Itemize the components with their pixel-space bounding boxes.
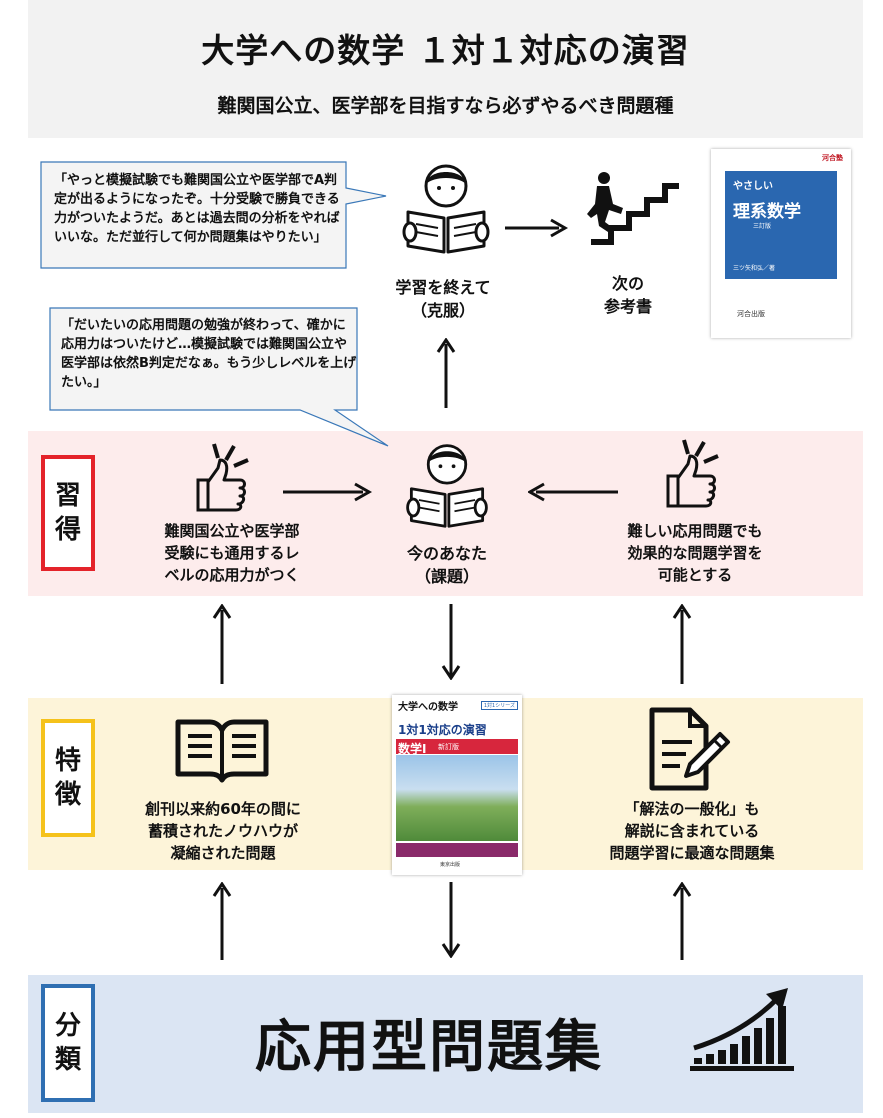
arrow-down-icon	[441, 882, 461, 958]
you-label-line-1: 今のあなた	[406, 544, 487, 563]
document-pen-icon	[649, 707, 730, 791]
category-tag-char-1: 分	[54, 1011, 81, 1041]
open-book-icon	[175, 719, 269, 783]
thumbs-up-icon	[196, 443, 249, 512]
main-book-series: 大学への数学	[398, 702, 458, 713]
arrow-up-icon	[212, 604, 232, 684]
speech-bubbles	[40, 161, 389, 447]
next-label-line-2: 参考書	[603, 297, 652, 316]
page-title: 大学への数学 １対１対応の演習	[201, 31, 690, 70]
features-right-line-2: 解説に含まれている	[624, 822, 760, 840]
next-label: 次の 参考書	[588, 272, 668, 318]
climbing-stairs-icon	[587, 172, 679, 245]
features-right-label: 「解法の一般化」も 解説に含まれている 問題学習に最適な問題集	[582, 798, 802, 864]
category-tag-char-2: 類	[54, 1045, 81, 1075]
next-book-publisher: 河合出版	[737, 310, 765, 318]
features-left-line-3: 凝縮された問題	[170, 844, 276, 862]
speech-bubble-1: 「やっと模擬試験でも難関国公立や医学部でA判定が出るようになったぞ。十分受験で勝…	[54, 173, 340, 245]
next-book-edition: 三訂版	[753, 223, 772, 230]
features-right-line-3: 問題学習に最適な問題集	[609, 844, 775, 862]
next-book-cover: 河合塾 やさしい 理系数学 三訂版 三ツ矢和弘／著 河合出版	[711, 149, 851, 338]
main-book-info-band	[396, 843, 518, 857]
finished-label-line-2: （克服）	[410, 301, 475, 320]
arrow-right-icon	[505, 218, 569, 238]
acquire-right-label: 難しい応用問題でも 効果的な問題学習を 可能とする	[600, 520, 790, 586]
arrow-up-icon	[212, 882, 232, 960]
acquire-left-label: 難関国公立や医学部 受験にも通用するレ ベルの応用力がつく	[132, 520, 332, 586]
category-name: 応用型問題集	[255, 1015, 603, 1080]
speech-bubble-2: 「だいたいの応用問題の勉強が終わって、確かに応用力はついたけど…模擬試験では難関…	[61, 318, 357, 390]
acquire-right-line-3: 可能とする	[657, 566, 733, 584]
finished-label: 学習を終えて （克服）	[368, 276, 518, 322]
features-tag-char-2: 徴	[54, 780, 81, 810]
next-book-band: やさしい 理系数学 三訂版 三ツ矢和弘／著	[725, 171, 837, 279]
acquire-right-line-1: 難しい応用問題でも	[627, 522, 763, 540]
reader-icon	[406, 444, 488, 528]
main-book-illustration	[396, 755, 518, 841]
main-book-edition: 新訂版	[438, 743, 459, 751]
next-book-publisher-top: 河合塾	[822, 154, 843, 162]
acquire-tag-char-2: 得	[54, 515, 81, 545]
acquire-tag: 習 得	[41, 455, 95, 571]
arrow-left-icon	[528, 482, 618, 502]
features-left-line-1: 創刊以来約60年の間に	[145, 800, 301, 818]
acquire-tag-char-1: 習	[54, 481, 81, 511]
you-label: 今のあなた （課題）	[372, 542, 522, 588]
main-book-series-badge: 1対1シリーズ	[480, 701, 518, 710]
features-right-line-1: 「解法の一般化」も	[624, 800, 760, 818]
finished-label-line-1: 学習を終えて	[395, 278, 491, 297]
thumbs-up-icon	[666, 439, 719, 508]
features-tag-char-1: 特	[54, 746, 81, 776]
next-book-small: やさしい	[733, 181, 773, 192]
arrow-down-icon	[441, 604, 461, 680]
features-tag: 特 徴	[41, 719, 95, 837]
acquire-left-line-3: ベルの応用力がつく	[164, 566, 300, 584]
main-book-subject-band	[396, 739, 518, 754]
next-label-line-1: 次の	[611, 274, 644, 293]
main-book-subject: 数学Ⅰ	[398, 742, 427, 756]
features-left-label: 創刊以来約60年の間に 蓄積されたノウハウが 凝縮された問題	[118, 798, 328, 864]
you-label-line-2: （課題）	[414, 567, 479, 586]
header-panel: 大学への数学 １対１対応の演習 難関国公立、医学部を目指すなら必ずやるべき問題種	[28, 0, 863, 138]
next-book-author: 三ツ矢和弘／著	[733, 265, 776, 272]
reader-icon	[402, 164, 490, 254]
next-book-title: 理系数学	[733, 202, 801, 222]
category-band	[28, 975, 863, 1113]
arrow-up-icon	[672, 882, 692, 960]
main-book-title: 1対1対応の演習	[398, 723, 487, 737]
category-tag: 分 類	[41, 984, 95, 1102]
arrow-right-icon	[283, 482, 373, 502]
main-book-cover: 大学への数学 1対1シリーズ 1対1対応の演習 数学Ⅰ 新訂版 東京出版	[392, 695, 522, 875]
acquire-left-line-1: 難関国公立や医学部	[164, 522, 300, 540]
acquire-right-line-2: 効果的な問題学習を	[627, 544, 763, 562]
growth-chart-icon	[690, 988, 794, 1071]
arrow-up-icon	[436, 338, 456, 408]
arrow-up-icon	[672, 604, 692, 684]
acquire-left-line-2: 受験にも通用するレ	[164, 544, 300, 562]
main-book-publisher: 東京出版	[440, 862, 461, 868]
page-subtitle: 難関国公立、医学部を目指すなら必ずやるべき問題種	[217, 95, 674, 117]
features-left-line-2: 蓄積されたノウハウが	[147, 822, 298, 840]
